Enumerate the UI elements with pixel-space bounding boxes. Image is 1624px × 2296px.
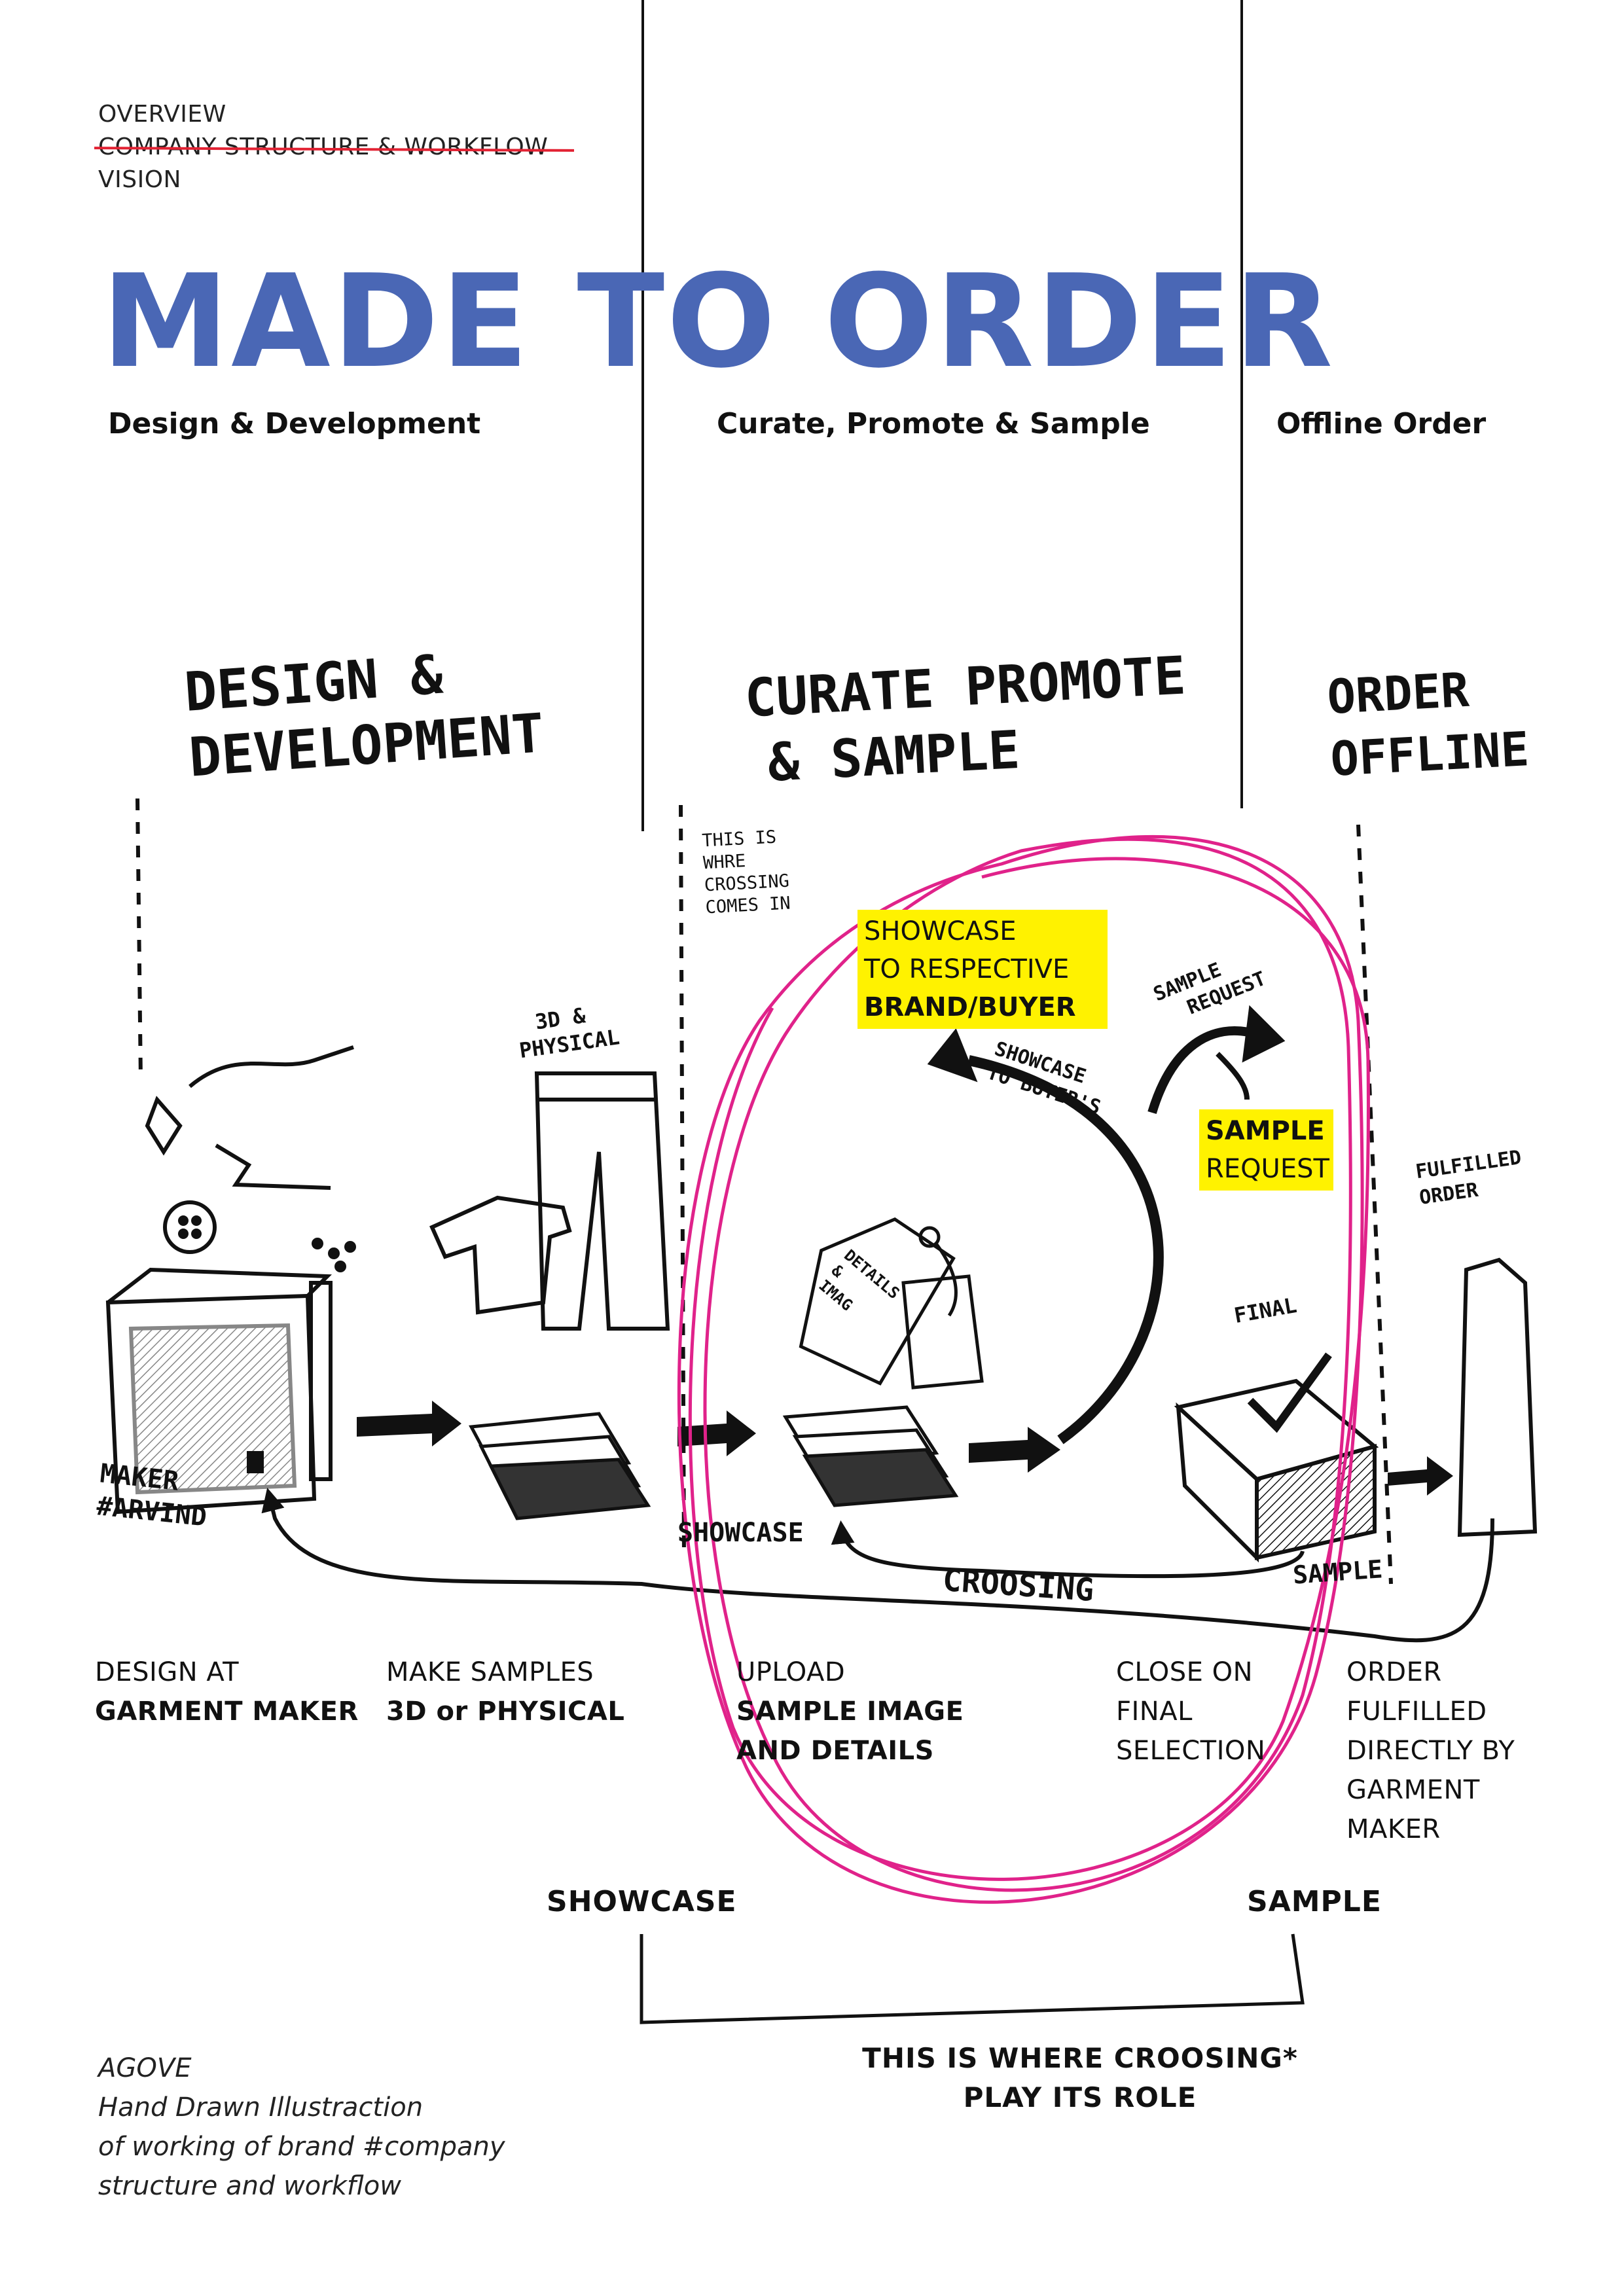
dashed-guide-lines [135, 798, 1393, 1585]
showcase-curve-arrow [927, 1005, 1286, 1444]
crossing-role-note: THIS IS WHERE CROOSING* PLAY ITS ROLE [862, 2042, 1298, 2113]
fabric-swatch-drawings [469, 1405, 959, 1520]
phase-curate-promote-sample: Curate, Promote & Sample [717, 407, 1150, 440]
column-divider-left [641, 0, 644, 831]
column-divider-right [1240, 0, 1243, 808]
nav-item-overview[interactable]: OVERVIEW [98, 101, 226, 128]
details-tag-drawing [799, 1217, 984, 1390]
maker-machine-drawing [105, 1045, 356, 1515]
crossing-highlight-circle [677, 834, 1370, 1904]
note-showcase: SHOWCASE [677, 1518, 804, 1548]
nav-item-vision[interactable]: VISION [98, 166, 181, 193]
note-sample: SAMPLE [1291, 1554, 1384, 1590]
sketch-heading-curate: CURATE PROMOTE & SAMPLE [743, 645, 1187, 793]
note-crossing-comes-in: THIS IS WHRE CROSSING COMES IN [701, 827, 791, 918]
illustration-caption: AGOVE Hand Drawn Illustraction of workin… [98, 2053, 505, 2201]
step-make-samples: MAKE SAMPLES 3D or PHYSICAL [386, 1657, 625, 1727]
section-nav: OVERVIEW COMPANY STRUCTURE & WORKFLOW VI… [98, 98, 548, 196]
step-upload-sample: UPLOAD SAMPLE IMAGE AND DETAILS [736, 1657, 964, 1766]
sketch-heading-design: DESIGN & DEVELOPMENT [182, 643, 547, 789]
callout-sample-request: SAMPLE REQUEST [1199, 1109, 1333, 1191]
callout-showcase-brand-buyer: SHOWCASE TO RESPECTIVE BRAND/BUYER [857, 910, 1108, 1029]
garment-drawings [429, 1071, 670, 1331]
note-maker-arvind: MAKER #ARVIND [95, 1458, 208, 1533]
step-design-at-garment-maker: DESIGN AT GARMENT MAKER [95, 1657, 359, 1727]
sketch-heading-order: ORDER OFFLINE [1326, 662, 1530, 787]
step-close-on-final-selection: CLOSE ON FINAL SELECTION [1116, 1657, 1266, 1766]
marker-sample: SAMPLE [1247, 1885, 1382, 1918]
phase-design-development: Design & Development [108, 407, 481, 440]
crossing-bracket [640, 1933, 1305, 2024]
step-order-fulfilled: ORDER FULFILLED DIRECTLY BY GARMENT MAKE… [1346, 1657, 1515, 1844]
page-title: MADE TO ORDER [101, 247, 1335, 397]
crossing-return-loops [261, 1488, 1494, 1643]
fulfilled-garment-drawing [1457, 1257, 1538, 1537]
flow-arrows [357, 1401, 1453, 1496]
marker-showcase: SHOWCASE [547, 1885, 737, 1918]
nav-item-company-structure[interactable]: COMPANY STRUCTURE & WORKFLOW [98, 131, 548, 164]
final-box-drawing [1174, 1352, 1379, 1563]
note-crossing: CROOSING [941, 1562, 1095, 1609]
phase-offline-order: Offline Order [1276, 407, 1487, 440]
